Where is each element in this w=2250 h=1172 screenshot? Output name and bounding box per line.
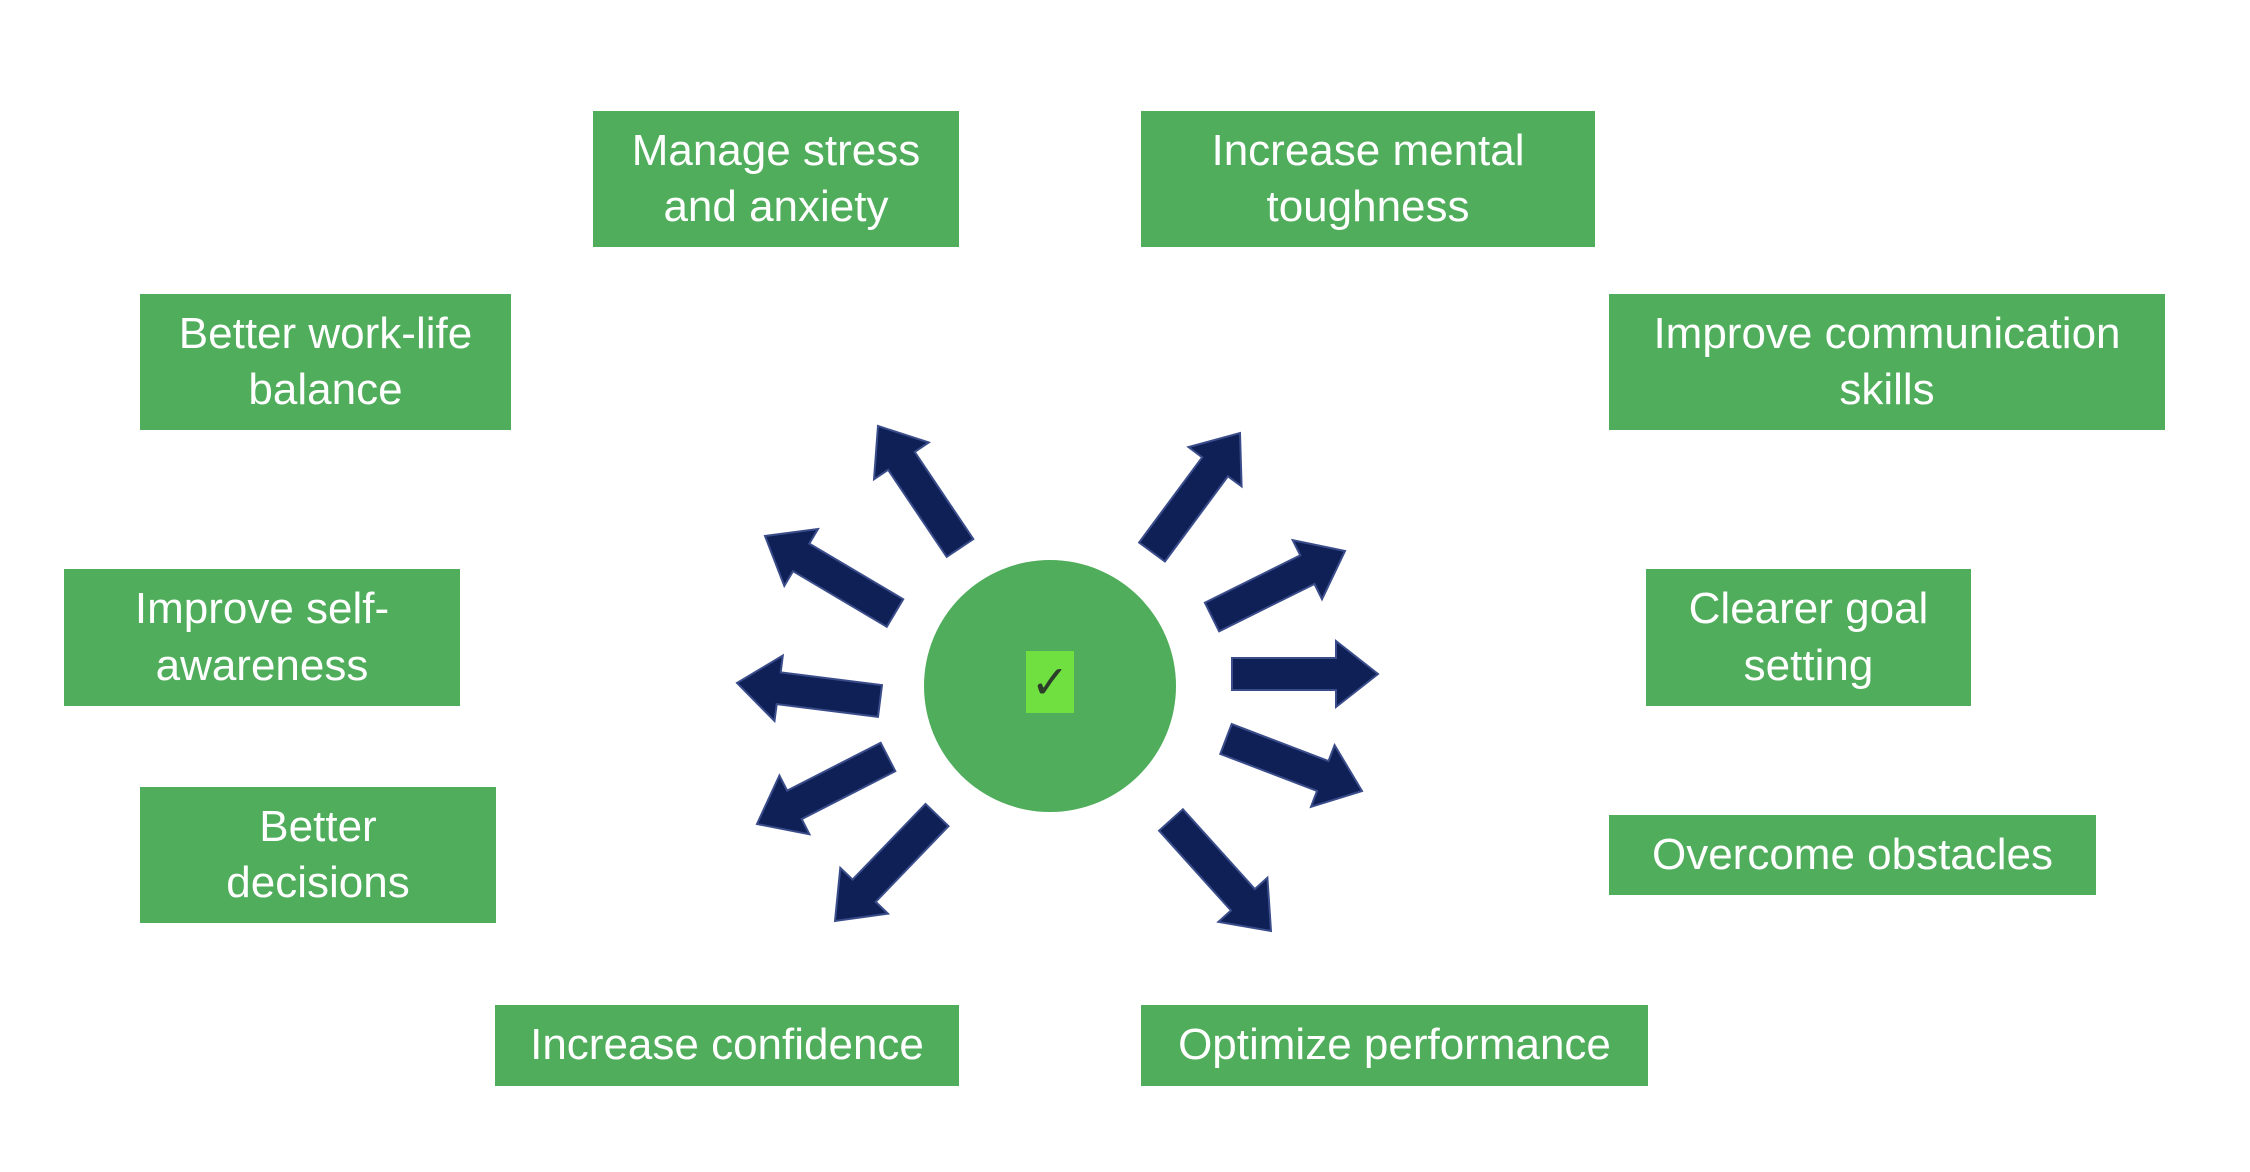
- arrow-overcome-obstacles: [1219, 722, 1364, 809]
- check-mark-icon: ✓: [1026, 651, 1074, 713]
- benefit-box-better-work-life-balance: Better work-life balance: [140, 294, 511, 430]
- arrow-clearer-goal-setting: [1231, 638, 1380, 710]
- benefit-box-improve-communication-skills: Improve communication skills: [1609, 294, 2165, 430]
- benefit-box-improve-self-awareness: Improve self- awareness: [64, 569, 460, 706]
- benefit-box-increase-mental-toughness: Increase mental toughness: [1141, 111, 1595, 247]
- arrow-improve-self-awareness: [735, 653, 884, 724]
- arrow-better-work-life-balance: [763, 527, 905, 629]
- arrow-increase-mental-toughness: [1137, 431, 1243, 563]
- arrow-increase-confidence: [833, 802, 950, 923]
- arrow-optimize-performance: [1157, 807, 1273, 933]
- arrow-improve-communication-skills: [1203, 538, 1347, 633]
- arrow-manage-stress: [872, 424, 975, 559]
- benefit-box-increase-confidence: Increase confidence: [495, 1005, 959, 1086]
- benefit-box-overcome-obstacles: Overcome obstacles: [1609, 815, 2096, 895]
- benefit-box-optimize-performance: Optimize performance: [1141, 1005, 1648, 1086]
- benefit-box-better-decisions: Better decisions: [140, 787, 496, 923]
- arrow-better-decisions: [755, 741, 897, 836]
- benefit-box-clearer-goal-setting: Clearer goal setting: [1646, 569, 1971, 706]
- benefit-box-manage-stress: Manage stress and anxiety: [593, 111, 959, 247]
